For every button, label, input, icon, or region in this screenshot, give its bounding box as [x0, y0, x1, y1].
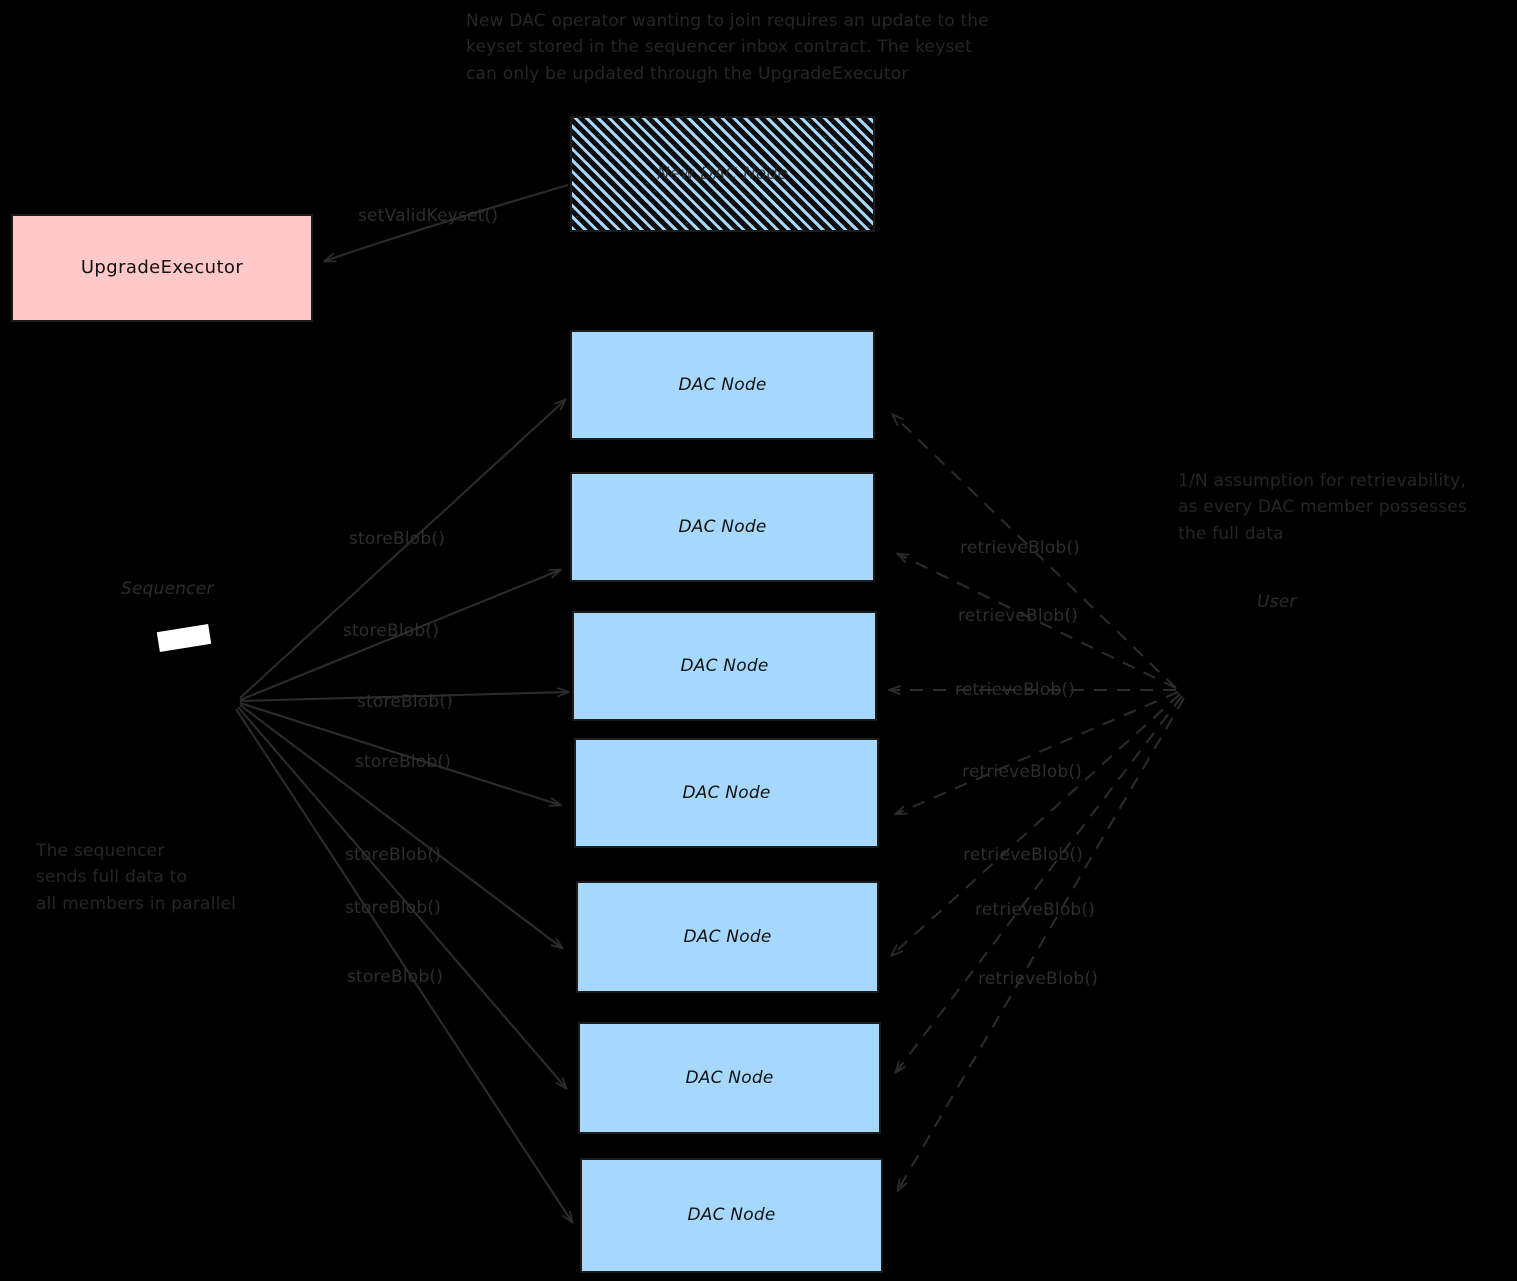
node-dac-node-7-label: DAC Node	[687, 1205, 776, 1226]
node-dac-node-5[interactable]: DAC Node	[576, 881, 879, 993]
node-sequencer-label: Sequencer	[121, 579, 214, 599]
node-dac-node-5-label: DAC Node	[683, 926, 772, 947]
edge-label-store-blob-7: storeBlob()	[347, 967, 444, 987]
node-dac-node-4-label: DAC Node	[682, 782, 771, 803]
node-dac-node-6-label: DAC Node	[685, 1067, 774, 1088]
note-top: New DAC operator wanting to join require…	[466, 11, 989, 84]
edge-label-set-valid-keyset: setValidKeyset()	[358, 206, 499, 226]
node-dac-node-4[interactable]: DAC Node	[574, 738, 879, 848]
edge-label-store-blob-4: storeBlob()	[355, 752, 452, 772]
node-dac-node-3[interactable]: DAC Node	[572, 611, 877, 721]
sequencer-icon[interactable]	[156, 624, 212, 652]
node-new-dac-node-label: New DAC Node	[656, 163, 789, 184]
edge-label-retrieve-blob-3: retrieveBlob()	[955, 680, 1076, 700]
edge-label-retrieve-blob-1: retrieveBlob()	[960, 538, 1081, 558]
edge-label-retrieve-blob-7: retrieveBlob()	[978, 969, 1099, 989]
edge-label-store-blob-3: storeBlob()	[357, 692, 454, 712]
node-dac-node-3-label: DAC Node	[680, 655, 769, 676]
edge-label-retrieve-blob-6: retrieveBlob()	[975, 900, 1096, 920]
edge-label-store-blob-1: storeBlob()	[349, 529, 446, 549]
edge-label-store-blob-6: storeBlob()	[345, 898, 442, 918]
edge-group-store-blob	[235, 398, 574, 1224]
node-dac-node-2-label: DAC Node	[678, 516, 767, 537]
node-upgrade-executor-label: UpgradeExecutor	[80, 256, 244, 278]
edge-retrieve-blob-6	[894, 695, 1183, 1074]
edge-label-retrieve-blob-2: retrieveBlob()	[958, 606, 1079, 626]
node-new-dac-node[interactable]: New DAC Node	[570, 116, 875, 232]
edge-retrieve-blob-4	[894, 691, 1179, 816]
note-left: The sequencer sends full data to all mem…	[36, 841, 237, 914]
node-upgrade-executor[interactable]: UpgradeExecutor	[11, 214, 313, 322]
node-dac-node-2[interactable]: DAC Node	[570, 472, 875, 582]
edge-label-store-blob-5: storeBlob()	[345, 845, 442, 865]
edge-label-retrieve-blob-5: retrieveBlob()	[963, 845, 1084, 865]
node-user-label: User	[1257, 592, 1297, 612]
node-dac-node-6[interactable]: DAC Node	[578, 1022, 881, 1134]
node-dac-node-1-label: DAC Node	[678, 374, 767, 395]
edge-group-retrieve-blob	[888, 413, 1185, 1192]
edge-label-store-blob-2: storeBlob()	[343, 621, 440, 641]
edge-label-retrieve-blob-4: retrieveBlob()	[962, 762, 1083, 782]
node-dac-node-7[interactable]: DAC Node	[580, 1158, 883, 1273]
note-right: 1/N assumption for retrievability, as ev…	[1178, 471, 1467, 544]
node-dac-node-1[interactable]: DAC Node	[570, 330, 875, 440]
